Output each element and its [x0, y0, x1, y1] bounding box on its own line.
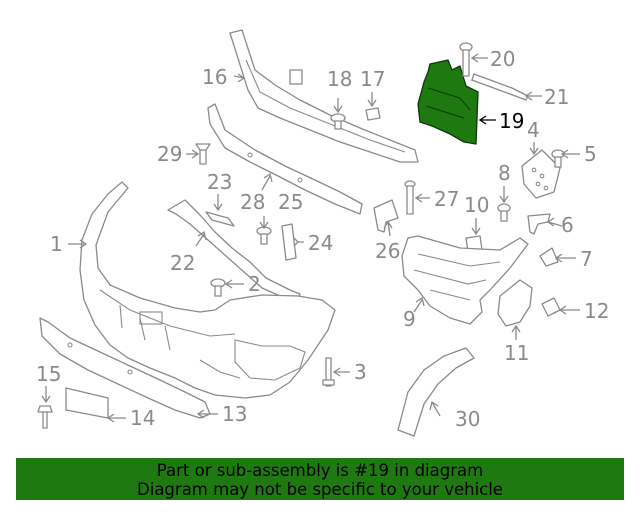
callout-24[interactable]: 24: [308, 231, 333, 255]
part-8-screw[interactable]: [497, 203, 511, 222]
callout-labels: 1 2 3 4 5 6 7 8 9 10 11 12 13 14 15 16 1…: [36, 47, 609, 431]
part-19-bracket[interactable]: [417, 59, 479, 145]
callout-1[interactable]: 1: [50, 232, 63, 256]
part-21-strip[interactable]: [471, 73, 529, 101]
part-15-bolt[interactable]: [37, 405, 53, 429]
part-25-screw[interactable]: [256, 226, 272, 245]
part-1-bumper-cover[interactable]: [79, 181, 336, 399]
part-17-nut[interactable]: [365, 107, 381, 121]
part-28-upper-rail[interactable]: [207, 103, 363, 215]
part-27-bolt[interactable]: [404, 180, 416, 215]
callout-26[interactable]: 26: [375, 239, 400, 263]
callout-21[interactable]: 21: [544, 85, 569, 109]
part-23-bracket[interactable]: [205, 211, 235, 227]
callout-11[interactable]: 11: [504, 341, 529, 365]
leader-lines: [41, 53, 580, 423]
callout-14[interactable]: 14: [130, 406, 155, 430]
callout-17[interactable]: 17: [360, 67, 385, 91]
callout-25[interactable]: 25: [278, 190, 303, 214]
callout-10[interactable]: 10: [464, 193, 489, 217]
part-18-screw[interactable]: [330, 113, 346, 130]
callout-6[interactable]: 6: [561, 213, 574, 237]
callout-27[interactable]: 27: [434, 187, 459, 211]
part-30-arch-liner[interactable]: [397, 347, 475, 437]
banner-line-1: Part or sub-assembly is #19 in diagram: [156, 461, 484, 480]
callout-4[interactable]: 4: [527, 118, 540, 142]
parts-diagram: 1 2 3 4 5 6 7 8 9 10 11 12 13 14 15 16 1…: [36, 29, 609, 437]
callout-30[interactable]: 30: [455, 407, 480, 431]
callout-12[interactable]: 12: [584, 299, 609, 323]
part-29-clip[interactable]: [195, 143, 211, 165]
callout-13[interactable]: 13: [222, 402, 247, 426]
banner-line-2: Diagram may not be specific to your vehi…: [137, 480, 503, 499]
part-14-license-bracket[interactable]: [65, 387, 109, 419]
callout-18[interactable]: 18: [327, 67, 352, 91]
part-9-frame[interactable]: [401, 235, 529, 325]
callout-20[interactable]: 20: [490, 47, 515, 71]
callout-15[interactable]: 15: [36, 362, 61, 386]
part-3-stud[interactable]: [322, 357, 335, 387]
callout-29[interactable]: 29: [157, 142, 182, 166]
part-12-clip[interactable]: [541, 297, 561, 317]
callout-2[interactable]: 2: [248, 272, 261, 296]
callout-28[interactable]: 28: [240, 190, 265, 214]
part-16-impact-bar[interactable]: [229, 29, 419, 163]
info-banner: Part or sub-assembly is #19 in diagram D…: [16, 458, 624, 500]
part-4-sensor-bracket[interactable]: [521, 149, 561, 199]
part-20-bolt[interactable]: [459, 42, 473, 77]
callout-7[interactable]: 7: [580, 247, 593, 271]
callout-8[interactable]: 8: [498, 161, 511, 185]
part-24-bracket[interactable]: [281, 223, 297, 261]
callout-22[interactable]: 22: [170, 251, 195, 275]
callout-3[interactable]: 3: [354, 360, 367, 384]
part-2-clip[interactable]: [210, 278, 226, 297]
part-26-bracket[interactable]: [373, 199, 399, 233]
callout-9[interactable]: 9: [403, 307, 416, 331]
part-22-absorber[interactable]: [167, 199, 301, 301]
part-7-clip[interactable]: [539, 247, 559, 267]
callout-5[interactable]: 5: [584, 142, 597, 166]
callout-23[interactable]: 23: [207, 170, 232, 194]
callout-16[interactable]: 16: [202, 65, 227, 89]
part-6-clip[interactable]: [527, 213, 551, 235]
callout-19[interactable]: 19: [499, 109, 524, 133]
part-11-duct[interactable]: [497, 279, 533, 327]
